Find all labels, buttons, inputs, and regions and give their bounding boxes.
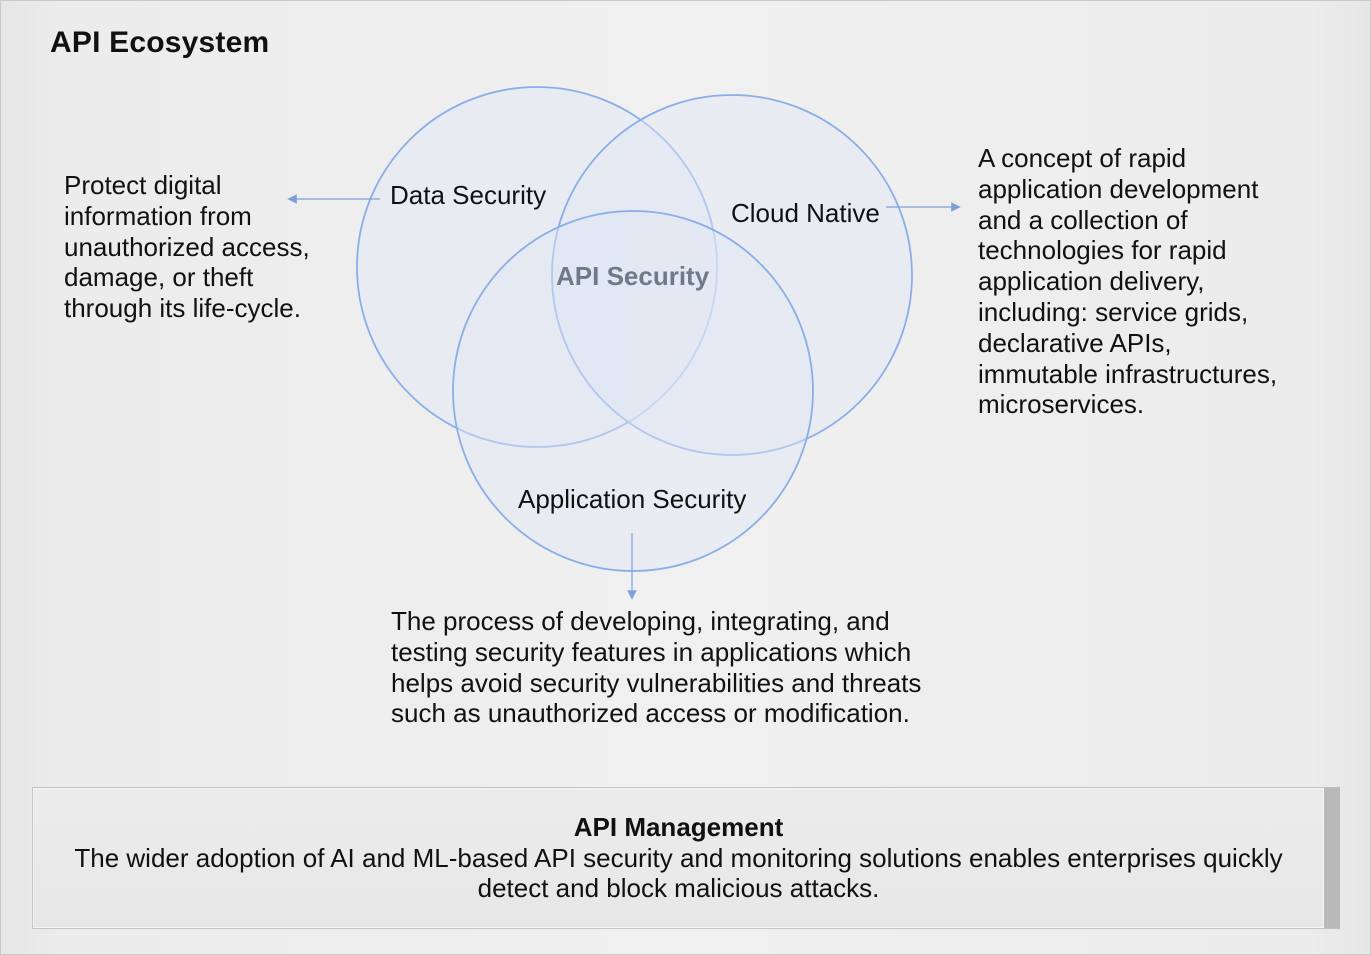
cloud-native-label: Cloud Native xyxy=(731,198,880,228)
data-security-description: Protect digital information from unautho… xyxy=(64,170,310,324)
api-management-body: The wider adoption of AI and ML-based AP… xyxy=(74,843,1283,903)
data-security-label: Data Security xyxy=(390,180,547,210)
application-security-circle xyxy=(452,210,814,572)
application-security-label: Application Security xyxy=(518,484,747,514)
api-management-title: API Management xyxy=(573,812,784,842)
data-security-circle xyxy=(356,86,718,448)
page-title: API Ecosystem xyxy=(50,26,270,59)
cloud-native-description: A concept of rapid application developme… xyxy=(978,143,1278,420)
api-security-label: API Security xyxy=(556,261,710,291)
application-security-description: The process of developing, integrating, … xyxy=(391,606,922,729)
cloud-native-circle xyxy=(551,94,913,456)
api-management-box: API Management The wider adoption of AI … xyxy=(32,787,1340,929)
